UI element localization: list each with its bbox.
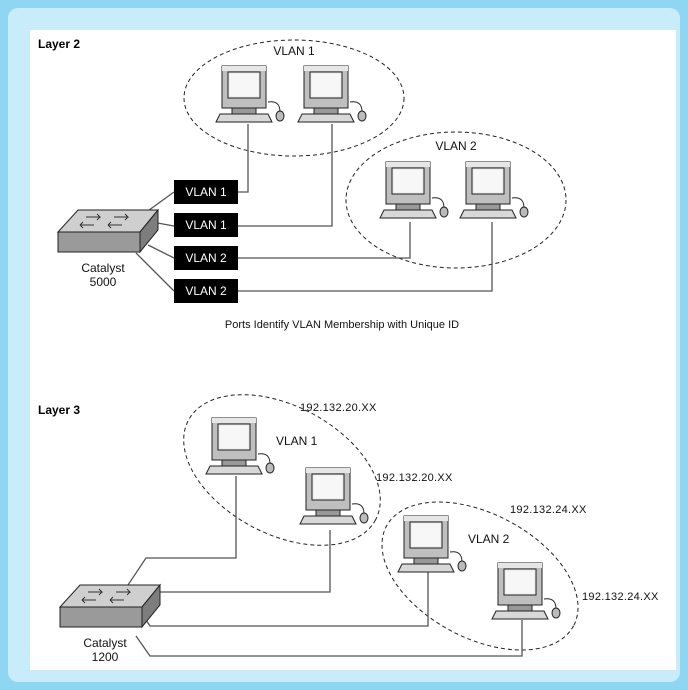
layer2-vlan1-label: VLAN 1 bbox=[273, 44, 315, 58]
layer3-ip-a: 192.132.20.XX bbox=[300, 402, 377, 414]
catalyst-1200-switch-icon bbox=[59, 584, 161, 628]
layer2-caption: Ports Identify VLAN Membership with Uniq… bbox=[225, 319, 459, 331]
layer2-vlan2-group bbox=[345, 131, 567, 269]
layer3-links bbox=[125, 476, 523, 657]
port-2-label: VLAN 1 bbox=[185, 218, 227, 232]
layer3-ip-b: 192.132.20.XX bbox=[376, 472, 453, 484]
layer3-switch-name: Catalyst bbox=[83, 636, 127, 650]
port-1-label: VLAN 1 bbox=[185, 185, 227, 199]
layer2-switch-name: Catalyst bbox=[81, 261, 125, 275]
layer2-port-4: VLAN 2 bbox=[174, 279, 238, 303]
port-3-label: VLAN 2 bbox=[185, 251, 227, 265]
catalyst-5000-switch-icon bbox=[57, 209, 159, 253]
layer3-vlan2-label: VLAN 2 bbox=[468, 532, 510, 546]
diagram-canvas bbox=[30, 30, 676, 670]
layer3-vlan1-label: VLAN 1 bbox=[276, 434, 318, 448]
layer2-vlan1-group bbox=[183, 39, 405, 157]
layer2-vlan2-label: VLAN 2 bbox=[435, 139, 477, 153]
layer3-ip-c: 192.132.24.XX bbox=[510, 504, 587, 516]
layer3-ip-d: 192.132.24.XX bbox=[582, 591, 659, 603]
layer2-port-2: VLAN 1 bbox=[174, 213, 238, 237]
layer3-vlan2-group bbox=[381, 501, 579, 651]
layer2-switch-model: 5000 bbox=[90, 275, 117, 289]
layer3-heading: Layer 3 bbox=[38, 403, 80, 417]
layer2-heading: Layer 2 bbox=[38, 37, 80, 51]
layer2-port-3: VLAN 2 bbox=[174, 246, 238, 270]
layer3-vlan1-group bbox=[183, 394, 381, 546]
layer2-links bbox=[135, 124, 493, 292]
layer2-port-1: VLAN 1 bbox=[174, 180, 238, 204]
port-4-label: VLAN 2 bbox=[185, 284, 227, 298]
layer3-switch-model: 1200 bbox=[92, 650, 119, 664]
